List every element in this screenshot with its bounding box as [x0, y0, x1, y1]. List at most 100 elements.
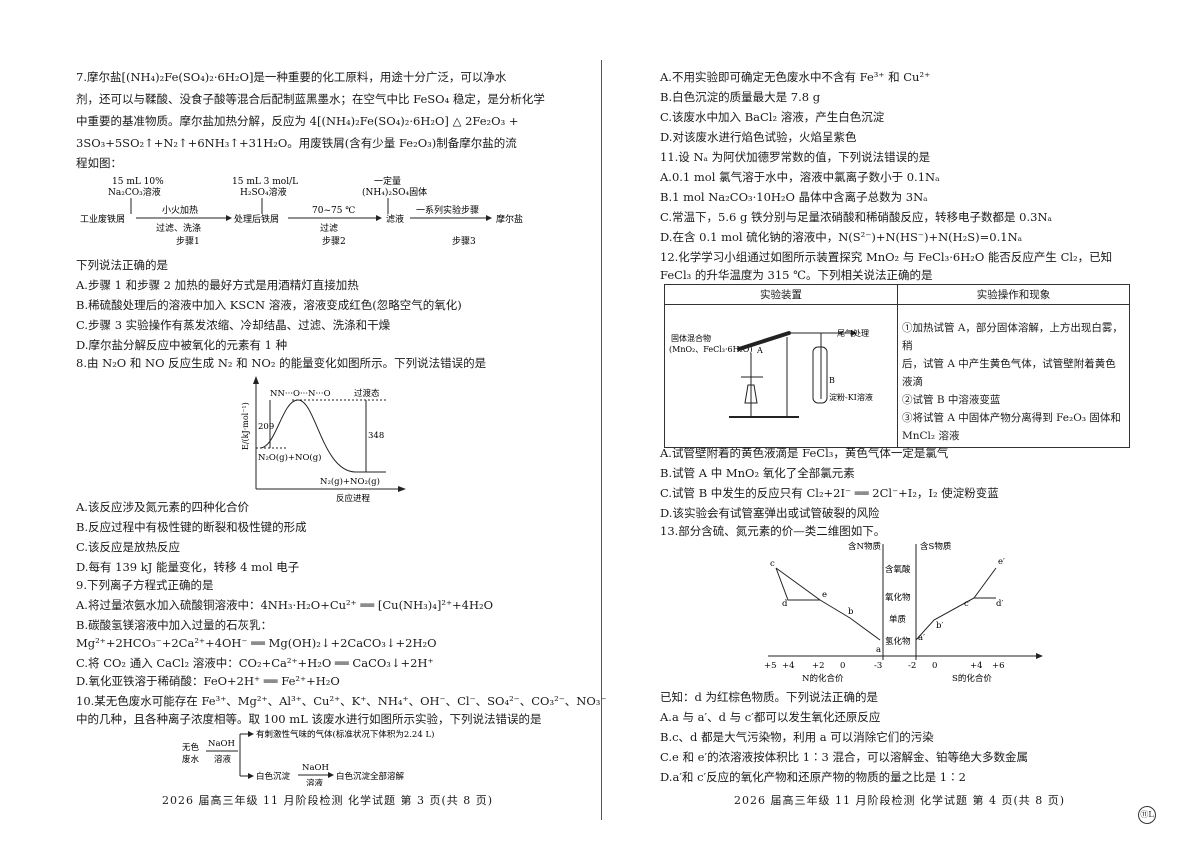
q13-point: b: [848, 607, 854, 617]
q13-option-b: B.c、d 都是大气污染物，利用 a 可以消除它们的污染: [660, 730, 934, 744]
flow-arrow2-bot: 过滤: [320, 222, 338, 234]
q13-option-d: D.a′和 c′反应的氧化产物和还原产物的物质的量之比是 1∶2: [660, 770, 966, 784]
q8-energy-diagram: E/(kJ·mol⁻¹) 反应进程 NN···O···N···O 过渡态 209…: [241, 376, 406, 502]
q9-line: B.碳酸氢镁溶液中加入过量的石灰乳：: [76, 618, 273, 632]
q13-s-tick: +6: [992, 661, 1005, 671]
flow-arrow3-top: 一系列实验步骤: [416, 204, 479, 216]
q11-option-d: D.在含 0.1 mol 硫化钠的溶液中，N(S²⁻)+N(HS⁻)+N(H₂S…: [660, 230, 1023, 244]
q12-option-b: B.试管 A 中 MnO₂ 氧化了全部氯元素: [660, 466, 855, 480]
corner-mark: ⑪L: [1138, 806, 1156, 824]
flow-step2: 步骤2: [322, 236, 346, 247]
q13-n-tick: +2: [812, 661, 825, 671]
q7-option-c: C.步骤 3 实验操作有蒸发浓缩、冷却结晶、过滤、洗涤和干燥: [76, 318, 391, 332]
q7-line: 程如图：: [76, 156, 122, 170]
q11-stem: 11.设 Nₐ 为阿伏加德罗常数的值，下列说法错误的是: [660, 150, 931, 164]
q8-xlabel: 反应进程: [336, 493, 371, 502]
q7-line: 剂，还可以与鞣酸、没食子酸等混合后配制蓝黑墨水；在空气中比 FeSO₄ 稳定，是…: [76, 92, 545, 106]
q7-stem: 下列说法正确的是: [76, 258, 168, 272]
q10-line: 中的几种，且各种离子浓度相等。取 100 mL 该废水进行如图所示实验，下列说法…: [76, 712, 542, 726]
q13-point: e: [822, 590, 827, 600]
q8-ts-name: 过渡态: [354, 388, 380, 399]
q10-src2: 废水: [182, 754, 200, 765]
q13-n-tick: +5: [764, 661, 777, 671]
q10-option-d: D.对该废水进行焰色试验，火焰呈紫色: [660, 130, 857, 144]
flow-mid2: 滤液: [386, 213, 404, 225]
q7-line: 中重要的基准物质。摩尔盐加热分解，反应为 4[(NH₄)₂Fe(SO₄)₂·6H…: [76, 114, 519, 128]
q12-col-observation: 实验操作和现象: [897, 284, 1130, 305]
q13-s-axis: S的化合价: [952, 673, 992, 684]
reagent1-a: 15 mL 10%: [112, 177, 164, 187]
q13-stem: 13.部分含硫、氮元素的价—类二维图如下。: [660, 524, 886, 538]
reagent1-b: Na₂CO₃溶液: [108, 186, 161, 198]
flow-arrow1-top: 小火加热: [162, 204, 198, 216]
apparatus-tail: 尾气处理: [837, 328, 869, 338]
q8-ea: 209: [258, 422, 274, 432]
q13-s-tick: -2: [908, 661, 916, 671]
obs-line: ①加热试管 A，部分固体溶解，上方出现白雾，稍: [902, 322, 1123, 352]
reagent2-b: H₂SO₄溶液: [240, 186, 287, 198]
page-divider: [601, 60, 602, 820]
q13-note: 已知：d 为红棕色物质。下列说法正确的是: [660, 690, 879, 704]
flow-mid1: 处理后铁屑: [234, 213, 279, 225]
q12-line: FeCl₃ 的升华温度为 315 ℃。下列相关说法正确的是: [660, 268, 933, 282]
q13-n-tick: -3: [874, 661, 882, 671]
flow-arrow1-bot: 过滤、洗涤: [156, 222, 201, 234]
q12-col-apparatus: 实验装置: [664, 284, 898, 305]
flow-step3: 步骤3: [452, 236, 476, 247]
q8-option-a: A.该反应涉及氮元素的四种化合价: [76, 500, 249, 514]
q11-option-a: A.0.1 mol 氯气溶于水中，溶液中氯离子数小于 0.1Nₐ: [660, 170, 940, 184]
q9-line: D.氧化亚铁溶于稀硝酸：FeO+2H⁺ ══ Fe²⁺+H₂O: [76, 674, 340, 688]
q7-line: 3SO₃+5SO₂↑+N₂↑+6NH₃↑+31H₂O。用废铁屑(含有少量 Fe₂…: [76, 136, 517, 150]
q7-option-d: D.摩尔盐分解反应中被氧化的元素有 1 种: [76, 338, 288, 352]
q10-option-b: B.白色沉淀的质量最大是 7.8 g: [660, 90, 821, 104]
q12-apparatus-diagram: 固体混合物 (MnO₂、FeCl₃·6H₂O) A 尾气处理 B 淀粉-KI溶液: [669, 328, 873, 418]
q10-gas: 有刺激性气味的气体(标准状况下体积为2.24 L): [256, 729, 434, 740]
apparatus-solution: 淀粉-KI溶液: [829, 392, 873, 402]
q10-reag2b: 溶液: [306, 778, 324, 786]
q12-option-a: A.试管壁附着的黄色液滴是 FeCl₃，黄色气体一定是氯气: [660, 446, 949, 460]
obs-line: 后，试管 A 中产生黄色气体，试管壁附着黄色液滴: [902, 358, 1116, 388]
reagent3-a: 一定量: [374, 175, 401, 187]
q8-ea-rev: 348: [368, 431, 384, 441]
q12-option-d: D.该实验会有试管塞弹出或试管破裂的风险: [660, 506, 880, 520]
q9-line: C.将 CO₂ 通入 CaCl₂ 溶液中：CO₂+Ca²⁺+H₂O ══ CaC…: [76, 656, 434, 670]
flow-step1: 步骤1: [176, 236, 200, 247]
q10-diagram: 无色 废水 NaOH 溶液 有刺激性气味的气体(标准状况下体积为2.24 L) …: [182, 729, 434, 786]
q9-line: A.将过量浓氨水加入硫酸铜溶液中：4NH₃·H₂O+Cu²⁺ ══ [Cu(NH…: [76, 598, 494, 612]
q8-ylabel: E/(kJ·mol⁻¹): [241, 402, 250, 450]
q8-ts-label: NN···O···N···O: [270, 389, 331, 399]
q13-point: d′: [996, 599, 1003, 609]
apparatus-a: A: [756, 346, 763, 355]
right-footer: 2026 届高三年级 11 月阶段检测 化学试题 第 4 页(共 8 页): [734, 794, 1066, 807]
obs-line: MnCl₂ 溶液: [902, 430, 960, 442]
q13-class: 氢化物: [885, 636, 911, 647]
q13-point: c′: [964, 599, 971, 609]
q13-n-tick: 0: [840, 661, 845, 671]
q10-option-c: C.该废水中加入 BaCl₂ 溶液，产生白色沉淀: [660, 110, 885, 124]
q9-line: Mg²⁺+2HCO₃⁻+2Ca²⁺+4OH⁻ ══ Mg(OH)₂↓+2CaCO…: [76, 636, 437, 650]
q10-ppt-result: 白色沉淀全部溶解: [336, 771, 405, 782]
q12-observation-cell: ①加热试管 A，部分固体溶解，上方出现白雾，稍 后，试管 A 中产生黄色气体，试…: [897, 304, 1130, 448]
q13-s-tick: +4: [970, 661, 983, 671]
reagent3-b: (NH₄)₂SO₄固体: [362, 186, 427, 198]
q7-option-a: A.步骤 1 和步骤 2 加热的最好方式是用酒精灯直接加热: [76, 278, 359, 292]
q7-option-b: B.稀硫酸处理后的溶液中加入 KSCN 溶液，溶液变成红色(忽略空气的氧化): [76, 298, 462, 312]
q13-point: a′: [918, 633, 925, 643]
q12-option-c: C.试管 B 中发生的反应只有 Cl₂+2I⁻ ══ 2Cl⁻+I₂，I₂ 使淀…: [660, 486, 999, 500]
q10-reag1: NaOH: [208, 739, 235, 749]
q10-reag1b: 溶液: [214, 754, 232, 765]
q13-valence-chart: 含N物质 含S物质 含氧酸 氧化物 单质 氢化物 +5 +4 +2 0 -3 -…: [764, 541, 1043, 684]
q8-stem: 8.由 N₂O 和 NO 反应生成 N₂ 和 NO₂ 的能量变化如图所示。下列说…: [76, 356, 487, 370]
apparatus-b: B: [829, 376, 835, 385]
q13-n-title: 含N物质: [848, 541, 881, 552]
q11-option-c: C.常温下，5.6 g 铁分别与足量浓硝酸和稀硝酸反应，转移电子数都是 0.3N…: [660, 210, 1052, 224]
reagent2-a: 15 mL 3 mol/L: [232, 177, 298, 187]
q7-flowchart: 15 mL 10% Na₂CO₃溶液 15 mL 3 mol/L H₂SO₄溶液…: [80, 175, 523, 247]
q13-option-c: C.e 和 e′的浓溶液按体积比 1∶3 混合，可以溶解金、铂等绝大多数金属: [660, 750, 1029, 764]
q10-reag2: NaOH: [302, 763, 329, 773]
q13-class: 氧化物: [885, 592, 911, 603]
q10-ppt: 白色沉淀: [256, 771, 291, 782]
q7-line: 7.摩尔盐[(NH₄)₂Fe(SO₄)₂·6H₂O]是一种重要的化工原料，用途十…: [76, 70, 507, 84]
q8-option-b: B.反应过程中有极性键的断裂和极性键的形成: [76, 520, 307, 534]
q13-s-tick: 0: [932, 661, 937, 671]
